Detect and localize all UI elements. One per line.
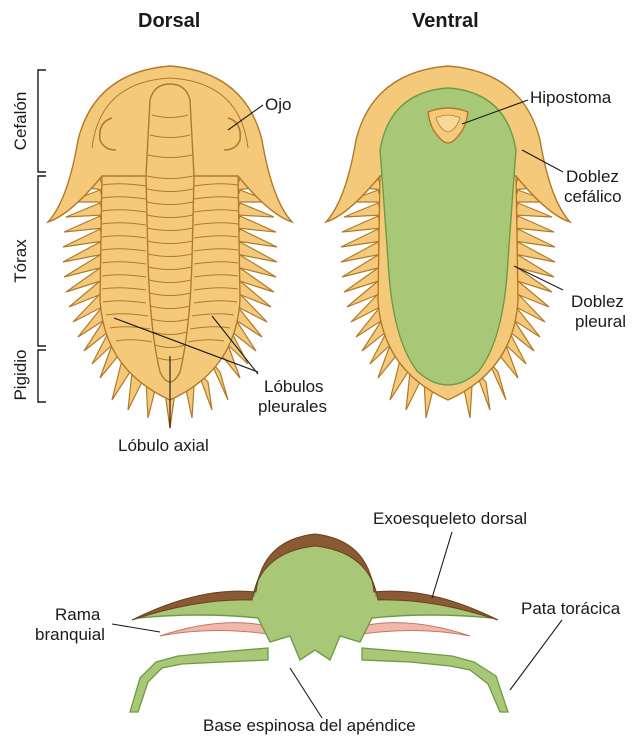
pygidium-label: Pigidio bbox=[11, 335, 31, 415]
cross-section-legs bbox=[130, 648, 508, 712]
pleural-lobes-label-line1: Lóbulos bbox=[264, 377, 324, 397]
cephalic-doublure-label-line2: cefálico bbox=[564, 187, 622, 207]
gill-branch-left bbox=[160, 623, 268, 636]
gill-branch-right bbox=[362, 623, 470, 636]
thorax-label: Tórax bbox=[11, 221, 31, 301]
gill-branch-label-line2: branquial bbox=[35, 625, 105, 645]
ventral-header: Ventral bbox=[412, 10, 479, 33]
spiny-base-label: Base espinosa del apéndice bbox=[203, 716, 416, 736]
eye-label: Ojo bbox=[265, 95, 291, 115]
cephalic-doublure-label-line1: Doblez bbox=[566, 167, 619, 187]
ventral-trilobite bbox=[326, 66, 570, 418]
cross-section bbox=[130, 534, 508, 712]
thoracic-leg-label: Pata torácica bbox=[521, 599, 620, 619]
hypostome-label: Hipostoma bbox=[530, 88, 611, 108]
gill-branch-label-line1: Rama bbox=[55, 605, 100, 625]
cephalon-label: Cefalón bbox=[11, 81, 31, 161]
dorsal-axial-lobe bbox=[146, 84, 194, 382]
pleural-lobes-label-line2: pleurales bbox=[258, 397, 327, 417]
dorsal-exoskeleton-label: Exoesqueleto dorsal bbox=[373, 509, 527, 529]
pleural-doublure-label-line1: Doblez bbox=[571, 292, 624, 312]
section-brackets bbox=[38, 70, 46, 402]
pleural-doublure-label-line2: pleural bbox=[575, 312, 626, 332]
axial-lobe-label: Lóbulo axial bbox=[118, 436, 209, 456]
dorsal-header: Dorsal bbox=[138, 10, 200, 33]
